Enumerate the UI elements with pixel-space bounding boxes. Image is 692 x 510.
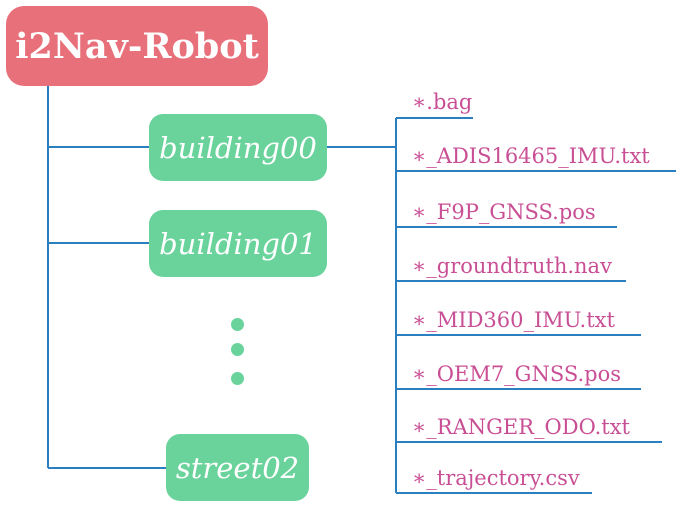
ellipsis-dot <box>231 318 244 331</box>
root-node: i2Nav-Robot <box>6 6 268 86</box>
file-adis16465-imu: ∗_ADIS16465_IMU.txt <box>412 144 650 168</box>
file-groundtruth: ∗_groundtruth.nav <box>412 254 612 278</box>
folder-node-building01: building01 <box>149 210 327 277</box>
file-mid360-imu: ∗_MID360_IMU.txt <box>412 308 615 332</box>
root-label: i2Nav-Robot <box>15 25 259 67</box>
file-oem7-gnss: ∗_OEM7_GNSS.pos <box>412 362 622 386</box>
file-f9p-gnss: ∗_F9P_GNSS.pos <box>412 200 596 224</box>
folder-label: building00 <box>159 130 317 165</box>
folder-node-street02: street02 <box>166 434 309 501</box>
file-bag: ∗.bag <box>412 90 473 114</box>
folder-node-building00: building00 <box>149 114 327 181</box>
folder-label: street02 <box>175 450 300 485</box>
ellipsis-dot <box>231 343 244 356</box>
file-trajectory: ∗_trajectory.csv <box>412 466 580 490</box>
ellipsis-dot <box>231 372 244 385</box>
file-ranger-odo: ∗_RANGER_ODO.txt <box>412 415 630 439</box>
folder-label: building01 <box>159 226 317 261</box>
